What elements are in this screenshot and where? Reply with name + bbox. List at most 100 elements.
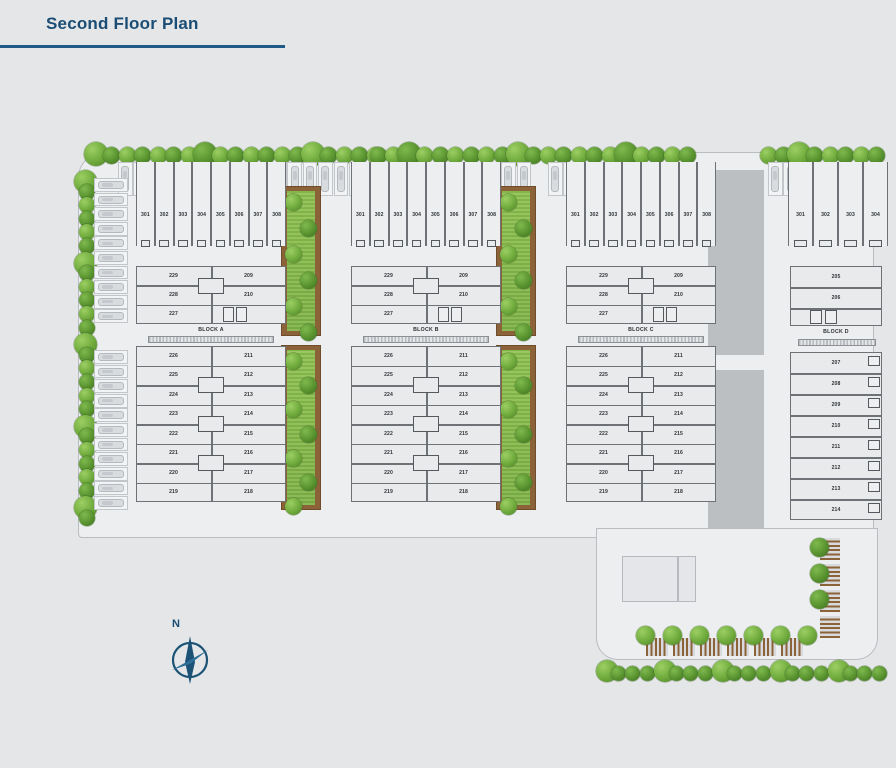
door-jog xyxy=(626,240,637,247)
car-icon xyxy=(98,195,124,204)
page-title: Second Floor Plan xyxy=(46,14,199,33)
tree xyxy=(741,666,756,681)
tree xyxy=(842,666,858,681)
tree xyxy=(79,306,95,322)
unit-number: 210 xyxy=(674,292,683,298)
unit-number: 302 xyxy=(589,212,599,218)
core-cross xyxy=(198,416,224,432)
door-jog xyxy=(215,240,226,247)
tree xyxy=(149,147,167,164)
unit-cell xyxy=(482,162,501,246)
unit-cell xyxy=(659,162,679,246)
tree xyxy=(806,147,823,164)
unit-number: 212 xyxy=(244,372,253,379)
stair-band xyxy=(798,339,876,346)
unit-number: 217 xyxy=(244,469,253,476)
unit-number: 214 xyxy=(244,411,253,418)
unit-number: 206 xyxy=(831,294,841,301)
tree xyxy=(79,387,95,404)
tree xyxy=(515,272,532,289)
unit-number: 307 xyxy=(468,212,478,218)
tree xyxy=(462,147,480,164)
car-icon xyxy=(98,181,124,189)
unit-number: 207 xyxy=(831,359,841,366)
unit-cell xyxy=(838,162,863,246)
service-box xyxy=(223,306,234,322)
tree xyxy=(285,449,302,467)
tree xyxy=(431,147,449,164)
page-header: Second Floor Plan xyxy=(0,14,285,48)
unit-number: 226 xyxy=(599,352,608,359)
tree xyxy=(285,353,302,370)
door-jog xyxy=(411,240,422,247)
core-cross xyxy=(628,278,654,295)
door-jog xyxy=(178,240,188,247)
core-cross xyxy=(413,377,439,393)
row-divider xyxy=(790,373,882,375)
door-jog xyxy=(645,240,656,247)
tree xyxy=(636,626,655,645)
unit-number: 306 xyxy=(449,212,459,218)
tree xyxy=(285,498,302,515)
row-divider xyxy=(790,287,882,289)
tree xyxy=(663,626,682,645)
unit-number: 218 xyxy=(459,489,468,496)
door-jog xyxy=(159,240,169,247)
car-icon xyxy=(98,484,124,493)
tree xyxy=(300,377,317,395)
tree xyxy=(447,147,464,164)
tree xyxy=(134,147,151,164)
tree xyxy=(79,455,95,472)
door-jog xyxy=(844,240,857,247)
car-icon xyxy=(98,367,124,376)
tree xyxy=(416,147,433,164)
door-jog xyxy=(570,240,581,247)
unit-cell xyxy=(863,162,888,246)
unit-number: 229 xyxy=(169,272,178,279)
tree xyxy=(500,353,517,370)
unit-cell xyxy=(229,162,249,246)
tree xyxy=(821,147,839,164)
unit-cell xyxy=(678,162,698,246)
unit-number: 220 xyxy=(169,469,178,476)
unit-number: 215 xyxy=(244,430,253,437)
door-jog xyxy=(868,419,880,429)
tree xyxy=(610,666,626,681)
tree xyxy=(500,498,517,515)
tree xyxy=(79,224,95,241)
tree xyxy=(79,510,95,526)
unit-number: 217 xyxy=(459,469,468,476)
unit-number: 214 xyxy=(674,411,683,418)
unit-number: 224 xyxy=(599,391,608,398)
car-icon xyxy=(98,455,124,464)
tree xyxy=(79,401,95,418)
unit-number: 225 xyxy=(169,372,178,379)
unit-number: 308 xyxy=(272,212,282,218)
unit-number: 215 xyxy=(459,430,468,437)
stair-band xyxy=(578,336,704,343)
unit-number: 308 xyxy=(487,212,497,218)
block-label: BLOCK B xyxy=(413,327,439,333)
core-cross xyxy=(413,455,439,471)
unit-cell xyxy=(566,162,585,246)
core-cross xyxy=(198,377,224,393)
tree xyxy=(683,666,698,681)
unit-number: 220 xyxy=(599,469,608,476)
row-divider xyxy=(790,499,882,501)
door-jog xyxy=(868,482,880,492)
unit-number: 213 xyxy=(831,485,841,492)
unit-number: 224 xyxy=(384,391,393,398)
unit-cell xyxy=(192,162,211,246)
tree xyxy=(285,298,302,315)
tree xyxy=(570,147,588,164)
unit-cell xyxy=(788,162,813,246)
tree xyxy=(500,449,517,467)
unit-number: 225 xyxy=(384,372,393,379)
unit-cell xyxy=(426,162,445,246)
car-icon xyxy=(98,353,124,361)
tree xyxy=(726,666,742,681)
door-jog xyxy=(430,240,441,247)
unit-number: 212 xyxy=(674,372,683,379)
door-jog xyxy=(271,240,282,247)
